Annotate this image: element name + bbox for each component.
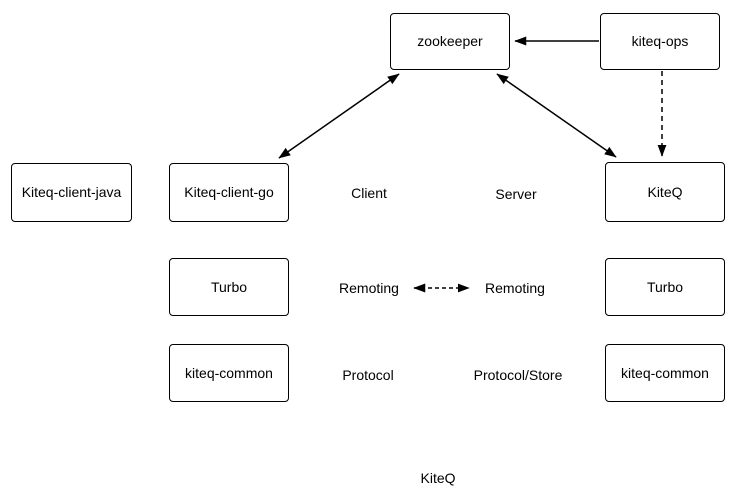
layer-label-remoting-client: Remoting <box>339 280 399 296</box>
node-kiteq-client-go: Kiteq-client-go <box>169 163 289 222</box>
node-kiteq-common-server: kiteq-common <box>605 344 725 402</box>
diagram-caption: KiteQ <box>420 470 456 486</box>
layer-label-protocol-store: Protocol/Store <box>473 367 563 383</box>
node-turbo-server-label: Turbo <box>646 278 684 295</box>
node-turbo-client: Turbo <box>169 258 289 316</box>
node-kiteq-common-client-label: kiteq-common <box>185 364 273 381</box>
node-kiteq-common-server-label: kiteq-common <box>621 364 709 381</box>
node-kiteq-common-client: kiteq-common <box>169 344 289 402</box>
node-kiteq-ops: kiteq-ops <box>600 13 720 70</box>
node-kiteq-label: KiteQ <box>647 183 683 200</box>
node-kiteq-client-java: Kiteq-client-java <box>11 163 132 222</box>
layer-label-protocol: Protocol <box>342 367 394 383</box>
layer-label-server: Server <box>495 186 537 202</box>
node-kiteq: KiteQ <box>605 162 725 222</box>
node-turbo-server: Turbo <box>605 258 725 316</box>
layer-label-client: Client <box>351 185 387 201</box>
node-zookeeper-label: zookeeper <box>417 33 483 50</box>
layer-label-remoting-server: Remoting <box>485 280 545 296</box>
node-kiteq-client-go-label: Kiteq-client-go <box>184 184 274 201</box>
node-zookeeper: zookeeper <box>390 13 510 70</box>
node-kiteq-client-java-label: Kiteq-client-java <box>21 184 122 201</box>
node-turbo-client-label: Turbo <box>210 278 248 295</box>
node-kiteq-ops-label: kiteq-ops <box>631 33 689 50</box>
edge-zookeeper-clientgo <box>278 73 400 159</box>
edge-zookeeper-kiteq <box>496 73 617 158</box>
